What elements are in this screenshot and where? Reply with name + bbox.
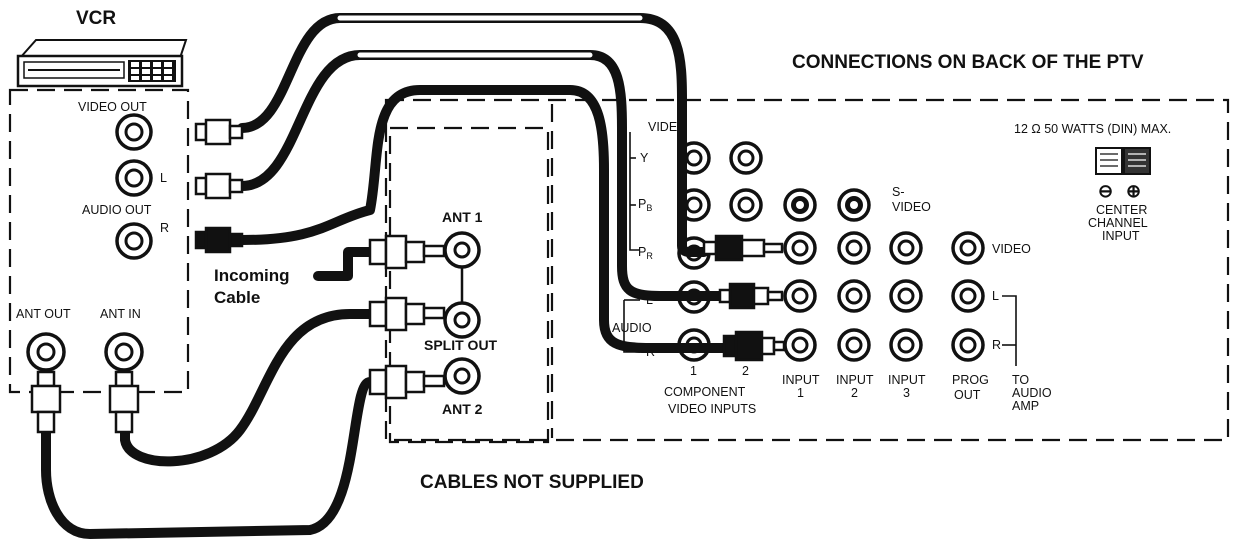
vcr-audio-r-jack[interactable]: [115, 222, 153, 260]
f-connector-ant1: [368, 234, 446, 270]
vcr-audio-l-jack[interactable]: [115, 159, 153, 197]
f-connector-vcr-ant-out: [30, 370, 62, 434]
video-cable: [237, 13, 709, 257]
component-1-label: 1: [690, 364, 697, 378]
vcr-audio-out-label: AUDIO OUT: [82, 203, 152, 217]
rca-plug-audio-r-vcr: [194, 226, 244, 254]
antenna-panel: [388, 126, 550, 444]
speaker-terminals[interactable]: [1095, 147, 1151, 175]
ptv-back-panel: [384, 98, 1230, 442]
minus-icon: ⊖: [1098, 181, 1113, 201]
audio-label: AUDIO: [612, 321, 652, 335]
pr-label: PR: [638, 245, 653, 261]
video-right-label: VIDEO: [992, 242, 1031, 256]
rca-plug-video-ptv: [702, 234, 784, 262]
input3-r-jack[interactable]: [889, 328, 923, 362]
ptv-jacks: [677, 141, 985, 362]
r-right-label: R: [992, 338, 1001, 352]
input2-r-jack[interactable]: [837, 328, 871, 362]
prog-out-video-jack[interactable]: [951, 231, 985, 265]
l-right-label: L: [992, 289, 999, 303]
component-2-label: 2: [742, 364, 749, 378]
vcr-ant-out-label: ANT OUT: [16, 307, 71, 321]
component2-y-jack[interactable]: [729, 141, 763, 175]
f-connector-ant2: [368, 364, 446, 400]
svideo-jack-2[interactable]: [837, 188, 871, 222]
input3-video-jack[interactable]: [889, 231, 923, 265]
pb-label: PB: [638, 197, 652, 213]
input3-l-jack[interactable]: [889, 279, 923, 313]
amp-bracket: [1002, 295, 1017, 366]
split-to-ant-in-cable: [120, 309, 377, 467]
vcr-video-out-label: VIDEO OUT: [78, 100, 147, 114]
rca-plug-audio-r-ptv: [722, 330, 786, 362]
prog-out-r-jack[interactable]: [951, 328, 985, 362]
f-connector-split: [368, 296, 446, 332]
speaker-spec-label: 12 Ω 50 WATTS (DIN) MAX.: [1014, 122, 1171, 136]
vcr-l-label: L: [160, 171, 167, 185]
vcr-title: VCR: [76, 8, 116, 29]
rca-plug-audio-l-ptv: [718, 282, 784, 310]
f-connector-vcr-ant-in: [108, 370, 140, 434]
ant1-jack[interactable]: [443, 231, 481, 269]
component-bracket: [629, 132, 640, 251]
split-out-jack[interactable]: [443, 301, 481, 339]
input2-video-jack[interactable]: [837, 231, 871, 265]
ant2-to-ant-out-cable: [41, 377, 377, 539]
rca-plug-audio-l-vcr: [194, 172, 244, 200]
vcr-back-panel: [8, 88, 190, 394]
ant2-label: ANT 2: [442, 401, 483, 417]
ant2-jack[interactable]: [443, 357, 481, 395]
rca-plug-video-vcr: [194, 118, 244, 146]
input1-r-jack[interactable]: [783, 328, 817, 362]
plus-icon: ⊕: [1126, 181, 1141, 201]
vcr-icon: [16, 39, 188, 88]
cables: [41, 13, 729, 539]
ant1-label: ANT 1: [442, 209, 483, 225]
svideo-jack-1[interactable]: [783, 188, 817, 222]
audio-r-cable: [237, 85, 729, 353]
component2-pb-jack[interactable]: [729, 188, 763, 222]
ptv-header: CONNECTIONS ON BACK OF THE PTV: [792, 52, 1144, 73]
input1-video-jack[interactable]: [783, 231, 817, 265]
input2-l-jack[interactable]: [837, 279, 871, 313]
vcr-ant-out-jack[interactable]: [26, 332, 66, 372]
vcr-r-label: R: [160, 221, 169, 235]
prog-out-l-jack[interactable]: [951, 279, 985, 313]
vcr-ant-in-jack[interactable]: [104, 332, 144, 372]
y-label: Y: [640, 151, 649, 165]
incoming-cable: [313, 247, 377, 281]
s-video-label: S-VIDEO: [892, 185, 931, 214]
input1-l-jack[interactable]: [783, 279, 817, 313]
vcr-video-out-jack[interactable]: [115, 113, 153, 151]
cables-footer: CABLES NOT SUPPLIED: [420, 472, 644, 493]
audio-l-cable: [237, 50, 725, 301]
vcr-ant-in-label: ANT IN: [100, 307, 141, 321]
split-out-label: SPLIT OUT: [424, 337, 498, 353]
